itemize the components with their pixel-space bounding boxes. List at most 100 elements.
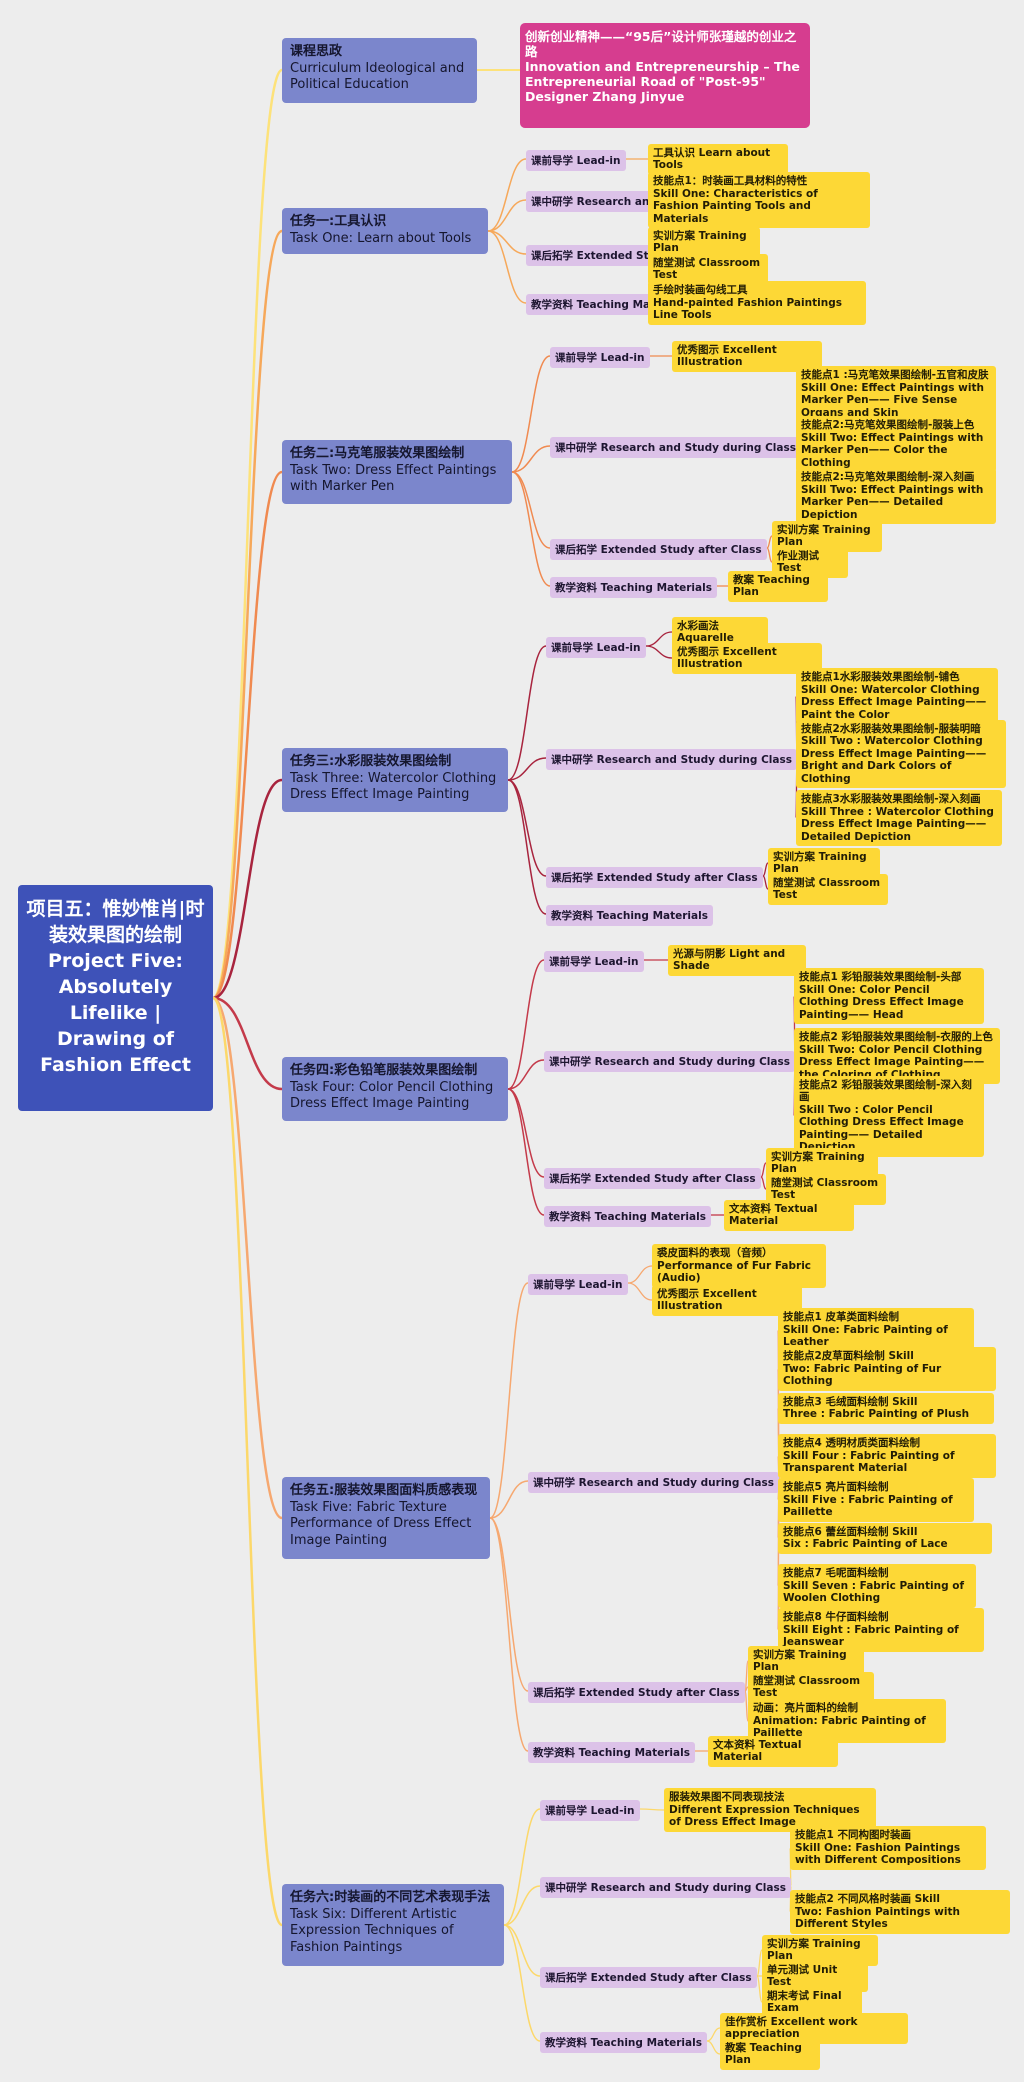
- task-6-section-4-item-1[interactable]: 佳作赏析 Excellent work appreciation: [720, 2012, 908, 2044]
- task-2-section-3[interactable]: 课后拓学 Extended Study after Class: [550, 539, 767, 560]
- leaf-text: Six : Fabric Painting of Lace: [783, 1538, 948, 1550]
- task-2-section-3-item-1[interactable]: 实训方案 Training Plan: [772, 520, 882, 552]
- ideology-label-en: Curriculum Ideological and Political Edu…: [290, 60, 465, 93]
- link-root-ideology: [211, 68, 284, 1000]
- link-task-4-section-3: [507, 1088, 545, 1178]
- root-topic[interactable]: 项目五：惟妙惟肖|时装效果图的绘制 Project Five: Absolute…: [18, 885, 213, 1111]
- task-6-section-3[interactable]: 课后拓学 Extended Study after Class: [540, 1967, 757, 1988]
- task-4-section-4[interactable]: 教学资料 Teaching Materials: [544, 1206, 711, 1227]
- task-5-section-4[interactable]: 教学资料 Teaching Materials: [528, 1742, 695, 1763]
- task-3-title-zh: 任务三:水彩服装效果图绘制: [290, 754, 452, 769]
- task-6-section-4-item-2[interactable]: 教案 Teaching Plan: [720, 2038, 820, 2070]
- leaf-text: 优秀图示 Excellent Illustration: [677, 645, 777, 671]
- task-5-section-3-item-2[interactable]: 随堂测试 Classroom Test: [748, 1671, 874, 1703]
- task-1-section-1-item-1[interactable]: 工具认识 Learn about Tools: [648, 143, 788, 175]
- task-4-section-3[interactable]: 课后拓学 Extended Study after Class: [544, 1168, 761, 1189]
- task-4-section-1[interactable]: 课前导学 Lead-in: [544, 951, 644, 972]
- task-4-section-3-item-2[interactable]: 随堂测试 Classroom Test: [766, 1173, 886, 1205]
- task-2-section-4-item-1[interactable]: 教案 Teaching Plan: [728, 570, 828, 602]
- task-6-section-3-item-3[interactable]: 期末考试 Final Exam: [762, 1986, 862, 2018]
- leaf-text: 实训方案 Training Plan: [767, 1937, 861, 1963]
- leaf-text: 动画：亮片面料的绘制: [753, 1702, 858, 1714]
- link-section-leaf: [706, 2027, 721, 2042]
- task-5-section-1-item-1[interactable]: 裘皮面料的表现（音频）Performance of Fur Fabric (Au…: [652, 1244, 826, 1288]
- task-4-section-3-item-1[interactable]: 实训方案 Training Plan: [766, 1147, 878, 1179]
- task-2-title-zh: 任务二:马克笔服装效果图绘制: [290, 446, 465, 461]
- link-task-5-section-3: [489, 1517, 529, 1692]
- link-task-4-section-2: [507, 1059, 545, 1090]
- task-4-section-1-item-1[interactable]: 光源与阴影 Light and Shade: [668, 944, 806, 976]
- task-2-topic[interactable]: 任务二:马克笔服装效果图绘制 Task Two: Dress Effect Pa…: [282, 440, 512, 504]
- link-section-leaf: [706, 2040, 721, 2055]
- task-6-section-1[interactable]: 课前导学 Lead-in: [540, 1800, 640, 1821]
- ideology-topic[interactable]: 课程思政 Curriculum Ideological and Politica…: [282, 38, 477, 103]
- task-2-section-1[interactable]: 课前导学 Lead-in: [550, 347, 650, 368]
- task-3-section-1[interactable]: 课前导学 Lead-in: [546, 637, 646, 658]
- task-2-title-en: Task Two: Dress Effect Paintings with Ma…: [290, 462, 497, 495]
- ideology-item[interactable]: 创新创业精神——“95后”设计师张瑾越的创业之路 Innovation and …: [520, 23, 810, 128]
- task-6-section-4[interactable]: 教学资料 Teaching Materials: [540, 2032, 707, 2053]
- link-task-2-section-2: [511, 445, 551, 473]
- task-5-section-3-item-1[interactable]: 实训方案 Training Plan: [748, 1645, 864, 1677]
- task-4-section-2[interactable]: 课中研学 Research and Study during Class: [544, 1051, 795, 1072]
- task-2-section-2[interactable]: 课中研学 Research and Study during Class: [550, 437, 801, 458]
- link-section-leaf: [645, 645, 673, 659]
- task-5-section-1[interactable]: 课前导学 Lead-in: [528, 1274, 628, 1295]
- task-2-section-4[interactable]: 教学资料 Teaching Materials: [550, 577, 717, 598]
- ideology-item-en: Innovation and Entrepreneurship – The En…: [525, 59, 800, 104]
- task-1-section-1[interactable]: 课前导学 Lead-in: [526, 150, 626, 171]
- leaf-text: 技能点1 :马克笔效果图绘制-五官和皮肤: [801, 369, 989, 381]
- leaf-text: 技能点1：时装画工具材料的特性: [653, 175, 808, 187]
- task-6-section-3-item-1[interactable]: 实训方案 Training Plan: [762, 1934, 878, 1966]
- link-root-task-5: [212, 996, 283, 1520]
- leaf-text: 优秀图示 Excellent Illustration: [677, 343, 777, 369]
- task-1-section-3-item-1[interactable]: 实训方案 Training Plan: [648, 226, 760, 258]
- task-3-section-3-item-1[interactable]: 实训方案 Training Plan: [768, 847, 880, 879]
- task-3-section-3-item-2[interactable]: 随堂测试 Classroom Test: [768, 873, 888, 905]
- leaf-text: 光源与阴影 Light and Shade: [673, 947, 786, 973]
- task-3-section-4[interactable]: 教学资料 Teaching Materials: [546, 905, 713, 926]
- task-6-section-3-item-2[interactable]: 单元测试 Unit Test: [762, 1960, 868, 1992]
- leaf-text: Skill One: Effect Paintings with Marker …: [801, 381, 984, 419]
- leaf-text: 工具认识 Learn about Tools: [653, 146, 771, 172]
- task-4-section-4-item-1[interactable]: 文本资料 Textual Material: [724, 1199, 854, 1231]
- task-5-section-4-item-1[interactable]: 文本资料 Textual Material: [708, 1735, 838, 1767]
- link-section-leaf: [762, 875, 769, 890]
- task-5-section-1-item-2[interactable]: 优秀图示 Excellent Illustration: [652, 1284, 802, 1316]
- task-5-section-2-item-4[interactable]: 技能点4 透明材质类面料绘制 Skill Four : Fabric Paint…: [778, 1434, 996, 1478]
- link-task-4-section-1: [507, 959, 545, 1090]
- task-6-section-2[interactable]: 课中研学 Research and Study during Class: [540, 1877, 791, 1898]
- task-3-section-1-item-1[interactable]: 水彩画法 Aquarelle: [672, 616, 768, 648]
- task-1-section-3-item-2[interactable]: 随堂测试 Classroom Test: [648, 253, 768, 285]
- task-3-section-3[interactable]: 课后拓学 Extended Study after Class: [546, 867, 763, 888]
- task-5-section-2[interactable]: 课中研学 Research and Study during Class: [528, 1472, 779, 1493]
- task-3-section-2[interactable]: 课中研学 Research and Study during Class: [546, 749, 797, 770]
- task-5-section-3[interactable]: 课后拓学 Extended Study after Class: [528, 1682, 745, 1703]
